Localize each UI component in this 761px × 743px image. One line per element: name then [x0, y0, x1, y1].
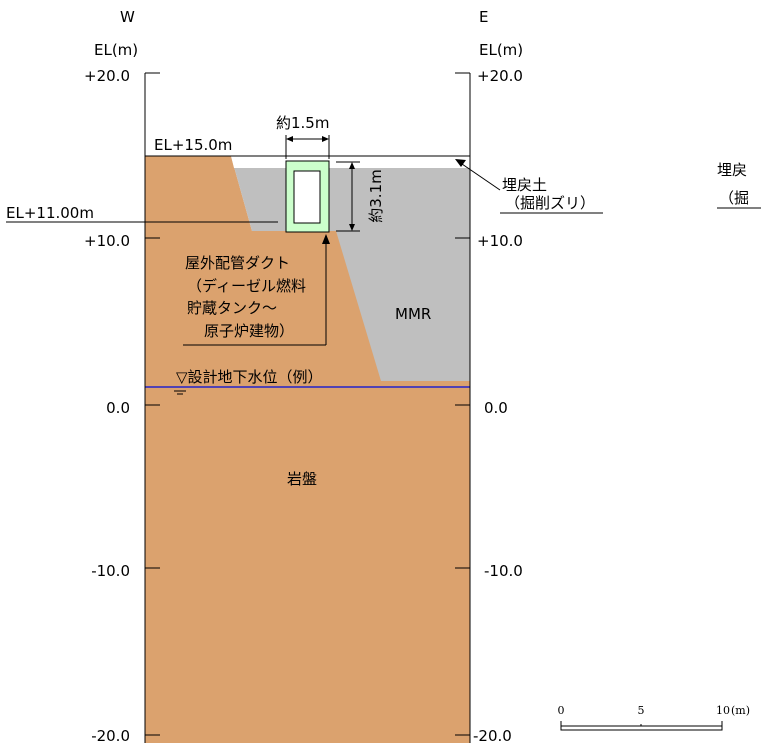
left-axis-unit: EL(m)	[94, 41, 138, 59]
right-axis	[455, 72, 471, 743]
mmr-label: MMR	[395, 305, 431, 323]
groundwater-label: ▽設計地下水位（例）	[176, 368, 323, 386]
duct-width-label: 約1.5m	[276, 114, 329, 132]
arrow-head	[349, 162, 355, 169]
backfill-label-line2: （掘削ズリ）	[505, 194, 595, 212]
duct-height-label: 約3.1m	[367, 169, 385, 222]
scale-tick-label: 5	[638, 704, 645, 717]
duct-name-line4: 原子炉建物）	[204, 322, 294, 340]
backfill-label-line1: 埋戻土	[502, 176, 547, 194]
left-tick-label: 0.0	[106, 399, 130, 417]
duct-base-level-label: EL+11.00m	[6, 204, 94, 222]
backfill-cut-label-line1: 埋戻	[717, 161, 747, 179]
right-tick-label: +10.0	[477, 232, 523, 250]
bedrock-label: 岩盤	[287, 470, 317, 488]
duct-name-line3: 貯蔵タンク～	[187, 299, 277, 317]
scale-tick-label: 10	[716, 704, 730, 717]
duct-name-line2: （ディーゼル燃料	[187, 277, 306, 295]
scale-unit-label: (m)	[731, 704, 750, 717]
right-axis-unit: EL(m)	[479, 41, 523, 59]
arrow-head	[455, 159, 466, 167]
arrow-head	[322, 234, 330, 244]
right-tick-label: -20.0	[473, 727, 512, 743]
duct-name-line1: 屋外配管ダクト	[185, 254, 290, 272]
left-tick-label: +10.0	[84, 232, 130, 250]
west-label: W	[120, 8, 135, 26]
backfill-leader	[461, 163, 501, 191]
arrow-head	[322, 136, 329, 142]
right-tick-label: +20.0	[477, 67, 523, 85]
left-tick-label: +20.0	[84, 67, 130, 85]
ground-level-label: EL+15.0m	[154, 136, 232, 154]
arrow-head	[286, 136, 293, 142]
duct-inner	[293, 170, 321, 224]
right-tick-label: -10.0	[484, 562, 523, 580]
scale-tick-label: 0	[558, 704, 565, 717]
east-label: E	[479, 8, 488, 26]
scale-bar	[560, 721, 723, 731]
water-level-symbol	[174, 390, 186, 395]
backfill-cut-label-line2: （掘	[719, 189, 749, 207]
left-axis	[144, 72, 160, 743]
left-tick-label: -10.0	[91, 562, 130, 580]
arrow-head	[349, 224, 355, 231]
left-tick-label: -20.0	[91, 727, 130, 743]
right-tick-label: 0.0	[484, 399, 508, 417]
